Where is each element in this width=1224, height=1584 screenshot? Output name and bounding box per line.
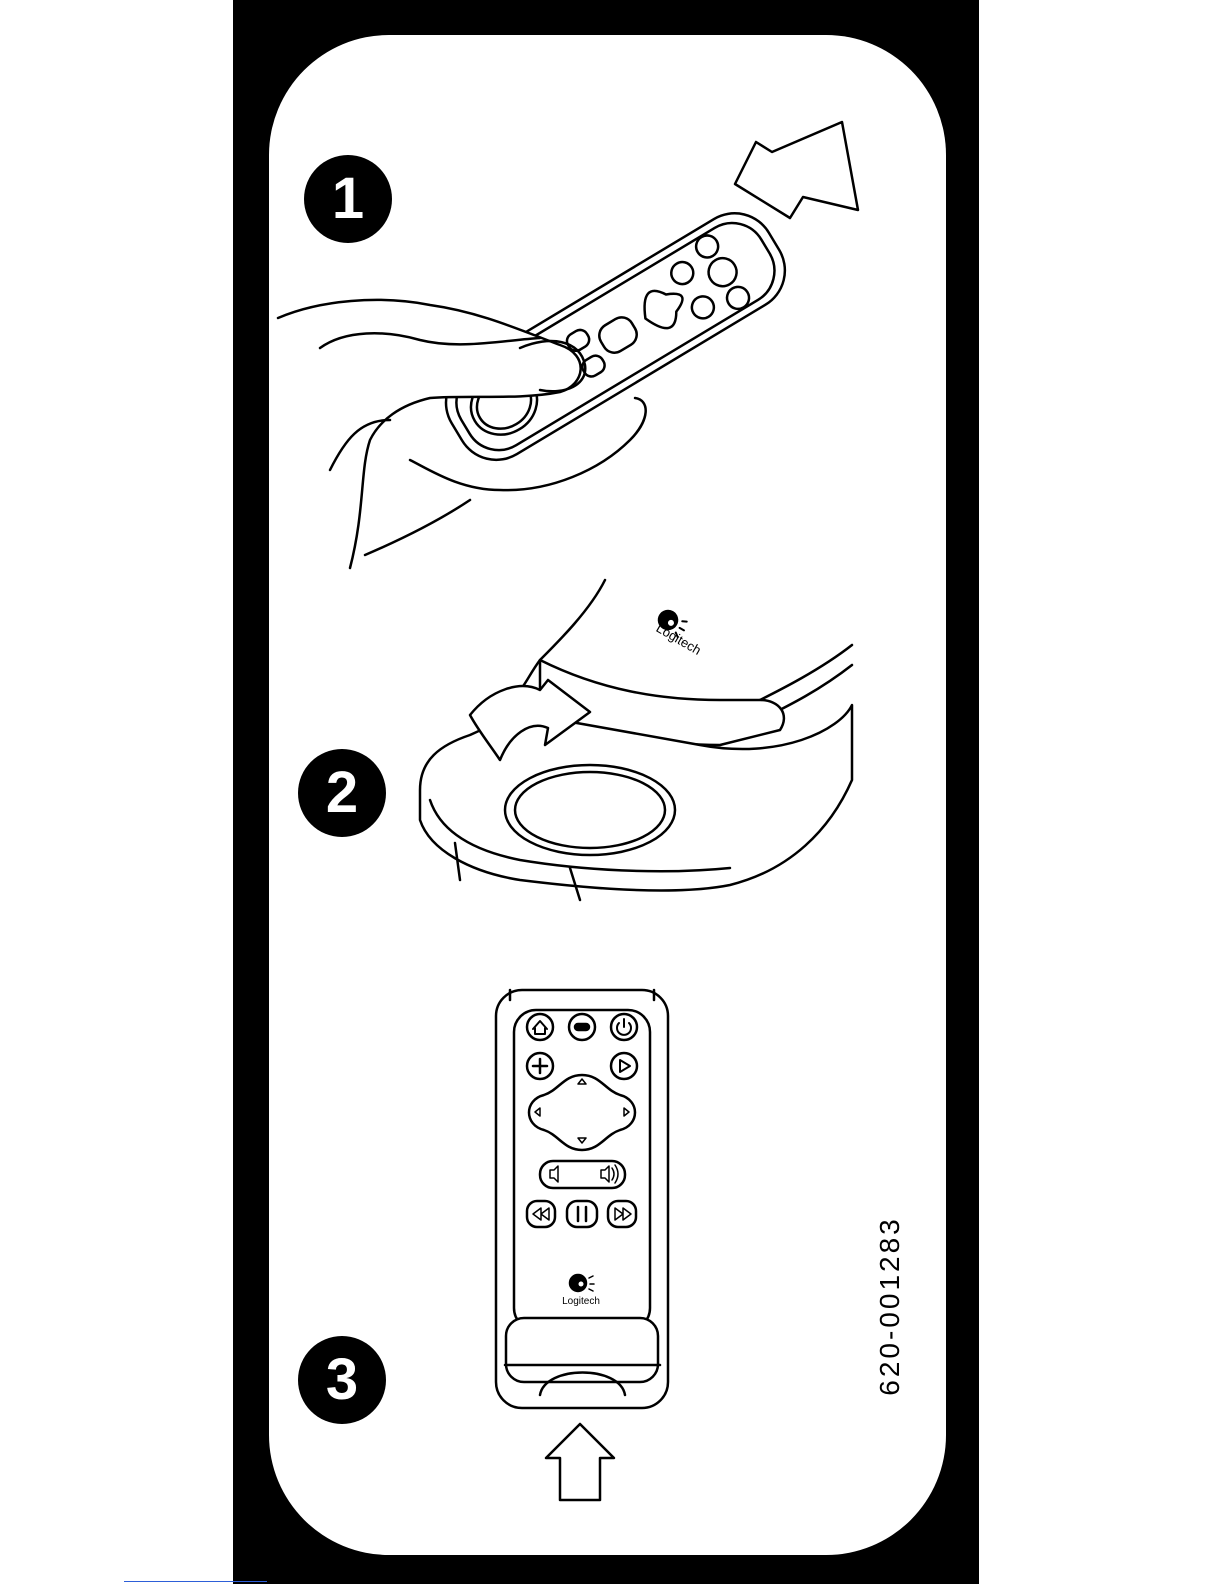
step-3-illustration (496, 990, 668, 1500)
brand-label-step-2: Logitech (654, 620, 704, 658)
step-1-illustration (278, 122, 858, 568)
battery-cover-disc (505, 765, 675, 855)
footer-link-rule (124, 1581, 267, 1582)
volume-rocker (540, 1161, 625, 1188)
arrow-up-icon (546, 1424, 614, 1500)
step-2-illustration (420, 580, 852, 900)
arrow-up-right-icon (735, 122, 858, 218)
part-number: 620-001283 (874, 1216, 906, 1395)
brand-label-step-3: Logitech (556, 1296, 606, 1307)
